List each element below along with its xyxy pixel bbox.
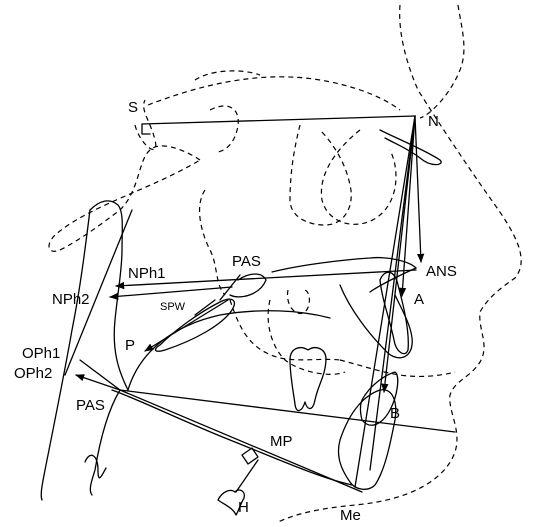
hyoid-connector — [235, 459, 259, 493]
soft-palate-elongated — [154, 298, 235, 352]
label-a: A — [414, 291, 424, 308]
label-ans: ANS — [426, 263, 457, 280]
n-to-ans-line — [414, 115, 425, 263]
frontal-bone-outline — [419, 4, 465, 119]
mandibular-plane-line — [119, 389, 363, 493]
sella-outline — [134, 99, 157, 151]
label-s: S — [128, 99, 138, 116]
n-to-b-arrow-line — [381, 115, 416, 393]
midface-outline — [209, 105, 239, 153]
label-nph1: NPh1 — [128, 265, 166, 282]
label-pas-upper: PAS — [232, 253, 261, 270]
n-to-me-line — [354, 115, 416, 488]
label-pas-lower: PAS — [76, 397, 105, 414]
soft-tissue-profile-outline — [277, 4, 522, 523]
ramus-outline — [89, 389, 121, 496]
n-to-b-line — [369, 115, 416, 471]
n-to-a-line — [398, 115, 416, 297]
spw-line — [194, 299, 216, 316]
orbit-outline — [289, 124, 352, 226]
label-p: P — [125, 337, 135, 354]
label-h: H — [238, 499, 249, 516]
nph2-line — [109, 286, 233, 300]
anterior-cranial-outline — [48, 145, 201, 252]
maxillary-outline — [339, 284, 413, 359]
hyoid-square-marker — [241, 447, 259, 465]
ramus-dashed-outline — [267, 299, 346, 375]
pterygomaxillary-outline — [199, 189, 226, 296]
oph2-line — [75, 374, 121, 391]
label-oph2: OPh2 — [14, 365, 52, 382]
ramus-wave — [84, 454, 107, 479]
inner-ramus-outline — [127, 310, 331, 391]
zygomatic-outline — [320, 129, 397, 225]
reference-lines — [64, 115, 456, 493]
pharyngeal-wall — [89, 200, 129, 391]
cranial-base-outline — [147, 76, 401, 111]
upper-third-outline — [194, 70, 261, 81]
pas-upper-pointer — [219, 274, 241, 301]
posterior-airway-line — [64, 209, 133, 376]
label-spw: SPW — [160, 301, 186, 313]
posterior-pharyngeal-wall — [40, 209, 91, 501]
label-b: B — [390, 405, 400, 422]
molar-tooth — [289, 347, 327, 412]
mandible-symphysis — [337, 389, 397, 490]
label-me: Me — [340, 507, 361, 524]
nph1-line — [115, 269, 417, 290]
soft-palate-outline — [229, 273, 267, 298]
mandibular-notch-outline — [286, 289, 310, 314]
s-n-line — [141, 115, 416, 125]
landmark-labels: S N ANS A B Me MP H PAS PAS NPh1 NPh2 SP… — [14, 99, 457, 524]
dashed-anatomical-outlines — [48, 4, 522, 523]
oph1-line — [79, 359, 121, 391]
p-line — [144, 299, 229, 352]
hyoid-bone — [217, 489, 245, 516]
mandibular-body — [111, 389, 353, 486]
palatal-outline — [229, 299, 341, 361]
nasal-bone-outline — [379, 129, 442, 166]
solid-anatomical-structures — [40, 129, 442, 516]
label-n: N — [428, 113, 439, 130]
palate-outline — [271, 256, 417, 273]
label-oph1: OPh1 — [22, 345, 60, 362]
label-nph2: NPh2 — [52, 291, 90, 308]
pas-lower-line — [119, 389, 456, 433]
label-mp: MP — [270, 433, 293, 450]
maxilla-lower-outline — [339, 359, 456, 378]
sella-marker — [141, 123, 151, 135]
